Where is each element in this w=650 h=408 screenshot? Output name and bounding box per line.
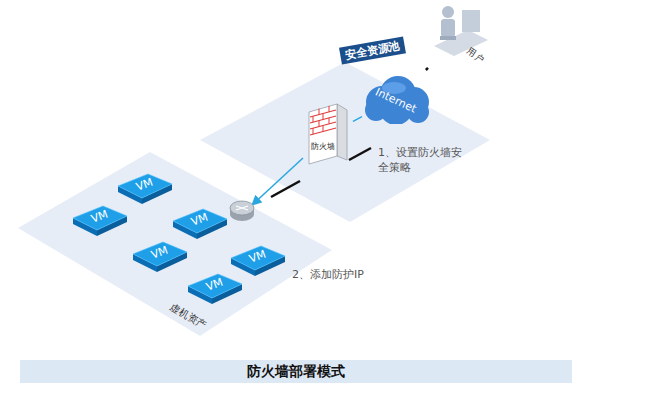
vm-box: VM — [131, 240, 189, 276]
router-icon — [230, 201, 254, 221]
node-label: 防火墙 — [311, 142, 335, 152]
zone-region: 虚机资产VMVMVMVMVMVM — [18, 150, 334, 340]
callout-note: 1、设置防火墙安全策略 — [378, 146, 466, 176]
icon-node: Internet — [362, 70, 434, 124]
vm-box: VM — [116, 172, 174, 208]
vm-box: VM — [186, 272, 244, 308]
zone-title: 虚机资产 — [168, 301, 209, 331]
node-outline — [303, 100, 353, 170]
diagram-title: 防火墙部署模式 — [20, 360, 572, 383]
node-outline — [428, 0, 494, 72]
vm-box: VM — [229, 244, 287, 280]
icon-node: 用户 — [428, 0, 494, 72]
icon-node: 防火墙 — [303, 100, 353, 170]
vm-box: VM — [171, 207, 229, 243]
zone-title: 安全资源池 — [339, 36, 406, 64]
node-label: 用户 — [465, 46, 486, 65]
connector-line — [426, 68, 428, 70]
callout-note: 2、添加防护IP — [292, 268, 392, 283]
title-band: 防火墙部署模式 — [20, 360, 572, 383]
zone-region: 安全资源池防火墙Internet — [200, 40, 490, 225]
vm-box: VM — [71, 204, 129, 240]
